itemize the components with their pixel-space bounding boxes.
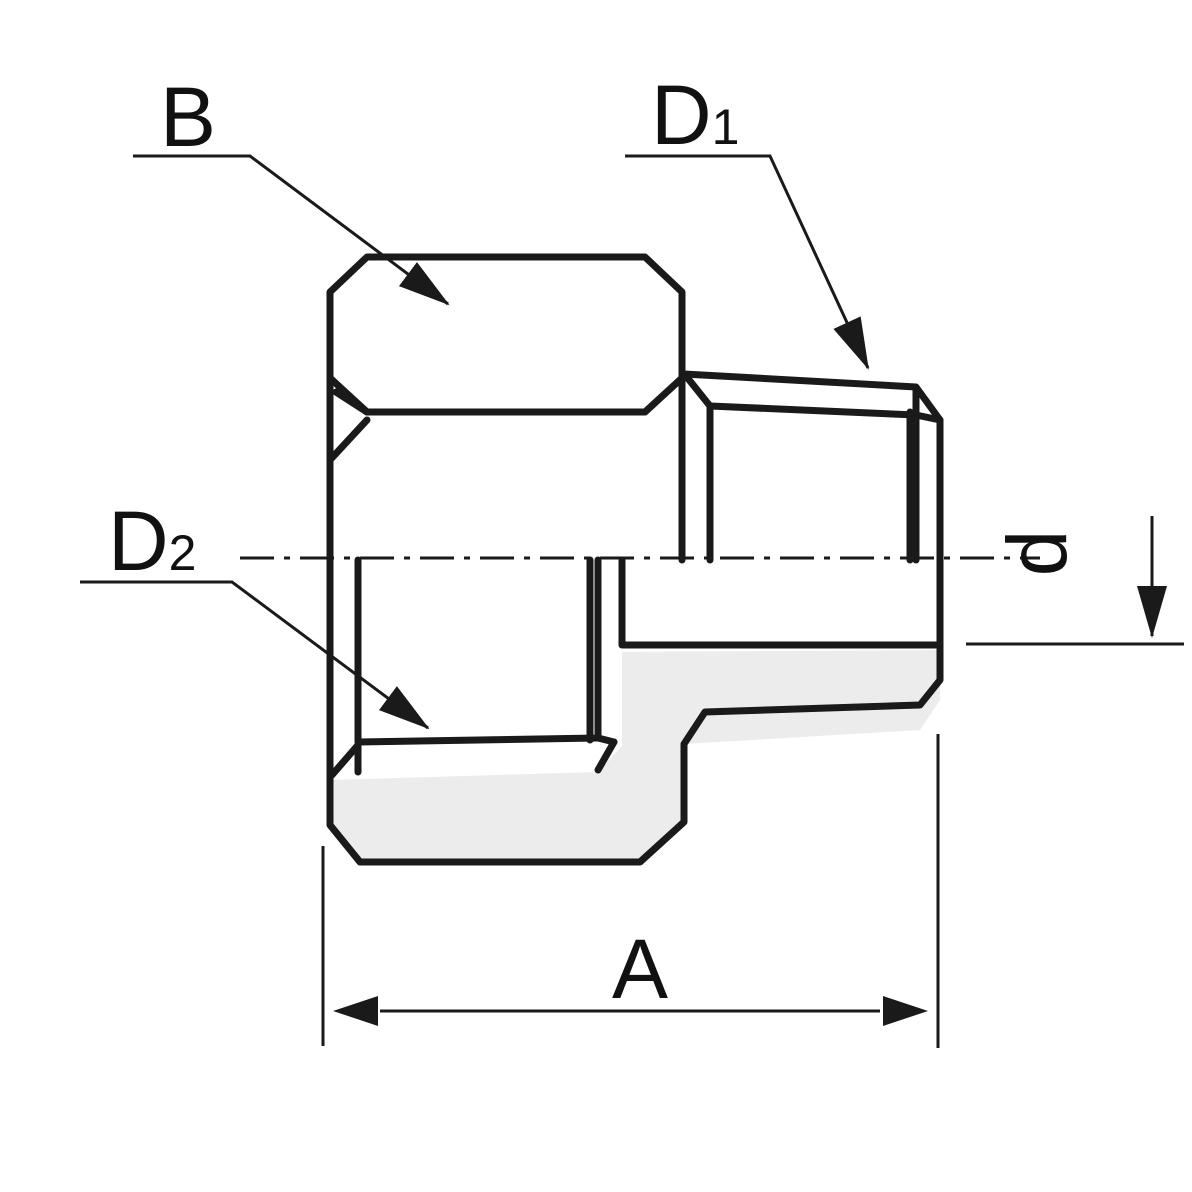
label-b: B: [160, 70, 216, 164]
label-d2: D2: [108, 494, 196, 588]
leader-d2: [80, 580, 430, 730]
arrow-a-right: [883, 996, 928, 1026]
leader-d1: [625, 154, 870, 370]
label-a: A: [612, 922, 668, 1016]
section-fill: [330, 650, 940, 862]
fitting-outline: [326, 253, 944, 866]
leader-lines: [80, 154, 1184, 1048]
leader-b: [133, 154, 450, 306]
label-d1: D1: [651, 68, 739, 162]
label-d: d: [990, 530, 1084, 577]
arrow-a-left: [333, 996, 378, 1026]
